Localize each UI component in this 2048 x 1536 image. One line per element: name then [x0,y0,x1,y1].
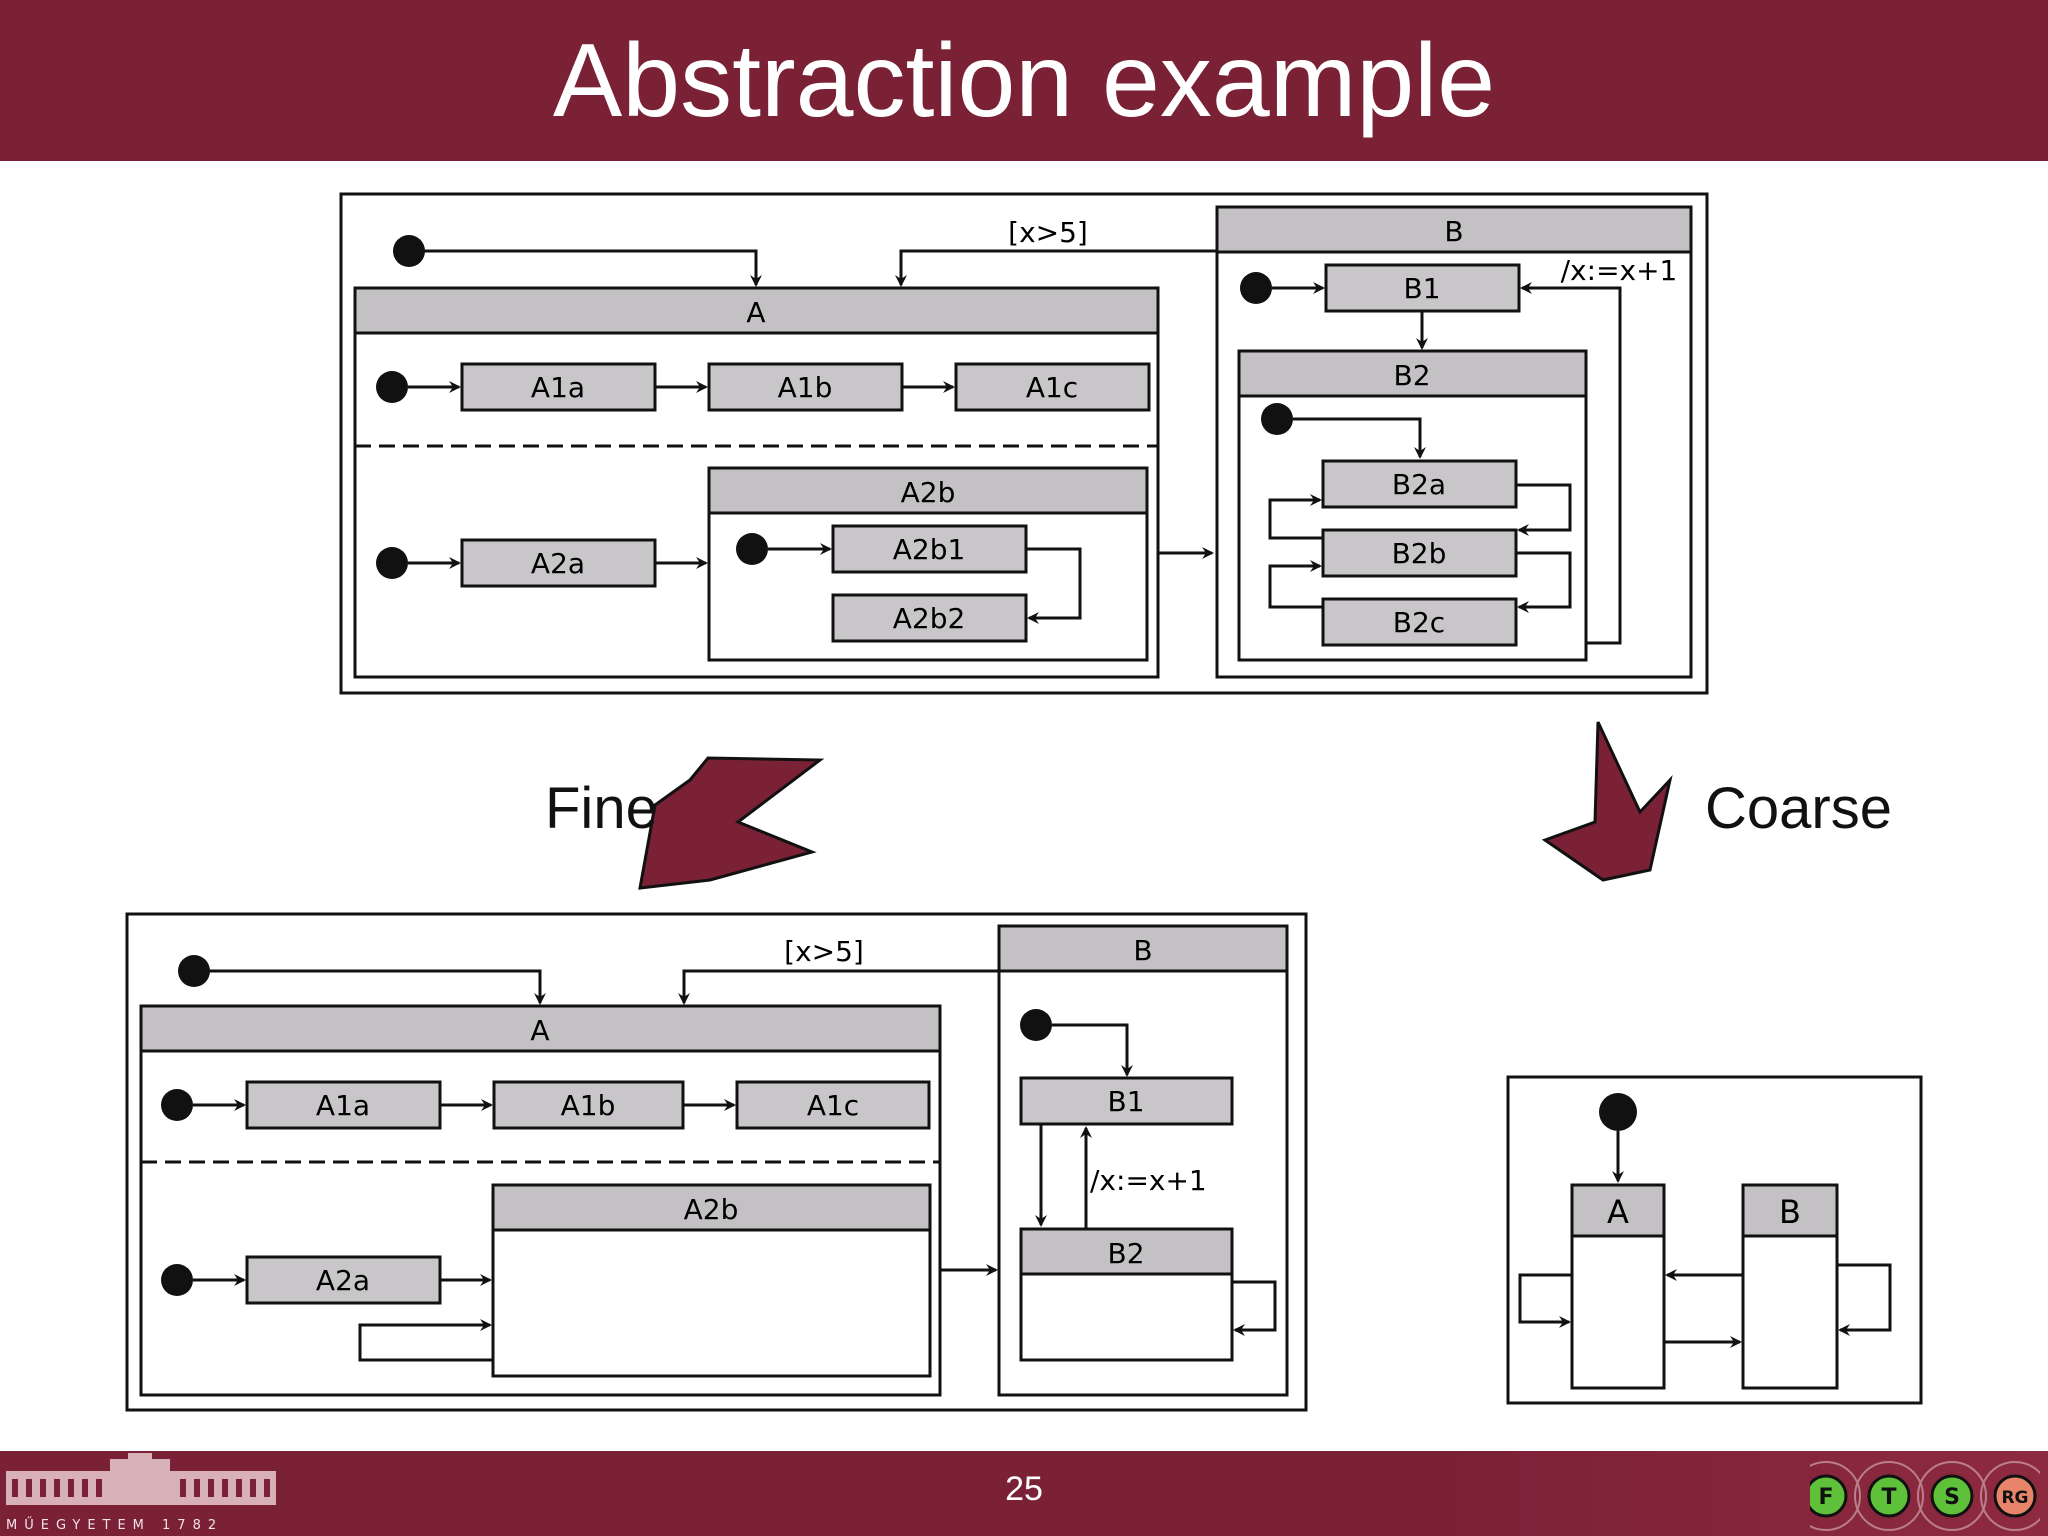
title-bar [0,0,2048,161]
fine-a1a-label: A1a [316,1089,370,1122]
fine-b-label: B [1133,934,1152,967]
badge-rg: RG [1993,1474,2037,1518]
fine-diagram: A A1a A1b A1c A2a A2b B [x>5] B1 [125,912,1308,1412]
top-b-to-a-transition [895,249,1217,287]
fine-initial-transition [194,969,546,1005]
fine-state-b1 [1019,1076,1234,1126]
fine-b-initial-arrow [1052,1023,1133,1077]
fine-state-a2b-header [491,1183,932,1232]
svg-text:RG: RG [2001,1488,2028,1508]
top-b-initial [1240,272,1272,304]
svg-text:S: S [1944,1485,1960,1510]
fine-b-to-a-transition [678,969,999,1005]
top-state-b2c [1321,597,1518,647]
svg-text:F: F [1818,1485,1833,1510]
top-a1b-label: A1b [778,371,833,404]
top-diagram: A A1a A1b A1c A2a A2b A2b1 A2b2 [339,192,1709,695]
fine-state-b-header [997,924,1289,973]
top-state-b2-header [1237,349,1588,398]
fine-r1-initial [161,1089,193,1121]
top-b2a-label: B2a [1392,468,1446,501]
fine-action-label: /x:=x+1 [1090,1164,1207,1197]
top-r2-initial [376,547,408,579]
badge-s: S [1930,1474,1974,1518]
top-a2b2-label: A2b2 [893,602,966,635]
coarse-diagram: A B [1506,1075,1923,1405]
slide-title: Abstraction example [552,23,1496,139]
fine-state-b2-header [1019,1227,1234,1276]
coarse-a-label: A [1607,1193,1629,1231]
top-state-a1b [707,362,904,412]
fine-state-a-header [139,1004,942,1053]
top-state-a2b2 [831,593,1028,643]
top-r1-initial [376,371,408,403]
top-b2c-label: B2c [1393,606,1445,639]
logo-text: MŰEGYETEM 1782 [6,1517,223,1533]
badge-f: F [1810,1474,1848,1518]
page-number: 25 [1005,1470,1043,1508]
top-state-a-label: A [746,296,765,329]
top-b2b-label: B2b [1392,537,1447,570]
top-a1c-label: A1c [1026,371,1078,404]
fine-b-initial [1020,1009,1052,1041]
top-guard-label: [x>5] [1008,216,1088,249]
fine-down-arrow-icon [638,756,825,890]
svg-text:T: T [1881,1485,1896,1510]
top-state-a1a [460,362,657,412]
badge-t: T [1867,1474,1911,1518]
fine-state-a-label: A [530,1014,549,1047]
fine-a2b-self-loop [358,1319,493,1362]
fine-a2b-label: A2b [684,1193,739,1226]
fine-state-a1c [735,1080,931,1130]
coarse-initial-pseudostate [1599,1093,1637,1131]
coarse-b-self-loop [1837,1263,1892,1336]
fine-guard-label: [x>5] [784,935,864,968]
coarse-a-self-loop [1518,1273,1572,1328]
coarse-label: Coarse [1705,776,1892,841]
fine-a2a-label: A2a [316,1264,370,1297]
top-state-a1c [954,362,1151,412]
top-b1-label: B1 [1403,272,1440,305]
top-a1a-label: A1a [531,371,585,404]
coarse-down-arrow-icon [1541,721,1673,882]
top-state-b-header [1215,205,1693,254]
fine-a1c-label: A1c [807,1089,859,1122]
top-b2-to-b1-transition [1520,282,1622,645]
coarse-diagram-frame [1506,1075,1923,1405]
top-a2b1-label: A2b1 [893,533,966,566]
top-b-label: B [1444,215,1463,248]
top-b2-label: B2 [1393,359,1430,392]
fine-b2-self-loop [1232,1280,1277,1336]
top-initial-transition [409,249,762,287]
fine-label: Fine [545,776,658,841]
fine-b2-label: B2 [1107,1237,1144,1270]
coarse-b-label: B [1779,1193,1801,1231]
top-b2b-to-b2c [1516,551,1572,613]
fine-state-a2a [245,1255,442,1305]
coarse-state-b-header [1741,1183,1839,1238]
coarse-state-a-header [1570,1183,1666,1238]
footer-bar [0,1451,2048,1536]
top-state-a-header [353,286,1160,335]
top-b2c-to-b2b [1268,560,1323,609]
top-action-label: /x:=x+1 [1561,254,1678,287]
fine-r2-initial [161,1264,193,1296]
university-logo: MŰEGYETEM 1782 [6,1453,276,1533]
top-b2-initial-arrow [1293,417,1426,459]
diagram-canvas: A A1a A1b A1c A2a A2b A2b1 A2b2 [125,192,1923,1412]
fine-b1-label: B1 [1107,1085,1144,1118]
top-state-a2b-header [707,466,1149,515]
top-b2a-to-b2b [1516,483,1572,536]
top-state-a2a [460,538,657,588]
top-a2b-label: A2b [901,476,956,509]
top-b2-initial [1261,403,1293,435]
top-a2b-initial [736,533,768,565]
top-state-b1 [1324,263,1521,313]
top-b2b-to-b2a [1268,494,1323,540]
fine-a1b-label: A1b [561,1089,616,1122]
ftsrg-logo: F T S RG [1810,1461,2040,1531]
top-a2a-label: A2a [531,547,585,580]
top-a2b1-to-a2b2 [1026,547,1082,624]
